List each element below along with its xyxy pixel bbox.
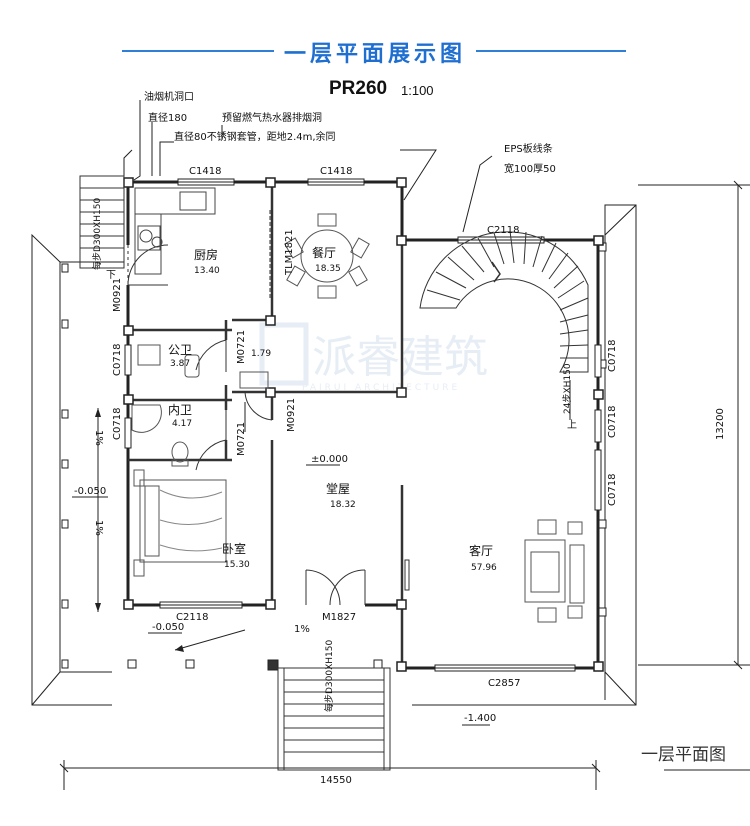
level-terrace-bottom: -0.050 bbox=[152, 622, 184, 633]
spiral-stair bbox=[419, 230, 589, 373]
kitchen-counter bbox=[134, 187, 216, 275]
stair-up-label: 上 bbox=[567, 419, 577, 431]
door-m0721-a: M0721 bbox=[236, 330, 247, 364]
room-dining-area: 18.35 bbox=[315, 264, 341, 274]
window-c1418-b: C1418 bbox=[320, 166, 352, 177]
level-terrace-left: -0.050 bbox=[74, 486, 106, 497]
room-private-wc-name: 内卫 bbox=[168, 403, 192, 417]
stair-spiral-label: 24步XH150 bbox=[562, 363, 573, 414]
note-pipe: 直径80不锈钢套管，距地2.4m,余同 bbox=[174, 130, 336, 143]
sofa-set-icon bbox=[524, 519, 585, 623]
room-bedroom-area: 15.30 bbox=[224, 560, 250, 570]
watermark: 派睿建筑 PAIRUI ARCHITECTURE bbox=[259, 322, 488, 393]
window-c0718-2: C0718 bbox=[112, 408, 123, 440]
window-c0718-5: C0718 bbox=[607, 474, 618, 506]
room-living-name: 客厅 bbox=[469, 543, 493, 558]
watermark-subtext: PAIRUI ARCHITECTURE bbox=[302, 383, 460, 393]
stair-left-label: 每步D300XH150 bbox=[91, 198, 103, 270]
watermark-text: 派睿建筑 bbox=[312, 332, 488, 383]
bathroom-fixtures bbox=[131, 344, 269, 467]
dimension-width: 14550 bbox=[320, 775, 352, 786]
room-private-wc-area: 4.17 bbox=[172, 419, 192, 429]
room-dining-name: 餐厅 bbox=[312, 245, 336, 260]
arrowheads bbox=[95, 408, 184, 652]
level-hall: ±0.000 bbox=[311, 454, 348, 465]
page-title: 一层平面展示图 bbox=[283, 42, 466, 67]
door-m1827: M1827 bbox=[322, 612, 356, 623]
header-rule-left bbox=[122, 50, 274, 52]
columns bbox=[123, 177, 604, 672]
window-c0718-1: C0718 bbox=[112, 344, 123, 376]
plan-code: PR260 bbox=[329, 78, 388, 99]
slope-2: 1% bbox=[93, 520, 104, 536]
header-rule-right bbox=[476, 50, 626, 52]
window-c0718-3: C0718 bbox=[607, 340, 618, 372]
room-bedroom-name: 卧室 bbox=[222, 541, 246, 556]
terrace-outline bbox=[31, 149, 637, 706]
plan-caption: 一层平面图 bbox=[641, 745, 726, 765]
plan-scale: 1:100 bbox=[401, 83, 434, 98]
note-gas-heater: 预留燃气热水器排烟洞 bbox=[222, 111, 322, 124]
leader-lines bbox=[97, 100, 571, 726]
left-stair bbox=[79, 175, 125, 269]
note-dia180: 直径180 bbox=[148, 111, 187, 124]
door-m0721-b: M0721 bbox=[236, 422, 247, 456]
window-c2118-bottom: C2118 bbox=[176, 612, 208, 623]
window-c2857: C2857 bbox=[488, 678, 520, 689]
stair-down-label: 下 bbox=[106, 270, 116, 281]
room-living-area: 57.96 bbox=[471, 563, 497, 573]
bed-icon bbox=[133, 469, 227, 577]
interior-walls bbox=[127, 182, 404, 668]
slope-3: 1% bbox=[294, 624, 310, 635]
room-public-wc-area: 3.87 bbox=[170, 359, 190, 369]
window-c0718-4: C0718 bbox=[607, 406, 618, 438]
front-stair bbox=[277, 667, 391, 771]
watermark-logo-icon bbox=[259, 322, 309, 386]
slope-1: 1% bbox=[93, 430, 104, 446]
door-m0921-b: M0921 bbox=[286, 398, 297, 432]
door-m0921-a: M0921 bbox=[112, 278, 123, 312]
window-c1418-a: C1418 bbox=[189, 166, 221, 177]
stair-front-label: 每步D300XH150 bbox=[323, 640, 335, 712]
room-hall-name: 堂屋 bbox=[326, 482, 350, 496]
window-c2118-top: C2118 bbox=[487, 225, 519, 236]
note-eps: EPS板线条 bbox=[504, 142, 553, 155]
level-ground: -1.400 bbox=[464, 713, 496, 724]
dimension-depth: 13200 bbox=[715, 408, 726, 440]
small-area-label: 1.79 bbox=[251, 349, 271, 359]
room-kitchen-name: 厨房 bbox=[194, 247, 218, 262]
door-tlm1821: TLM1821 bbox=[284, 229, 295, 276]
dining-table-icon bbox=[284, 213, 370, 299]
note-eps-size: 宽100厚50 bbox=[504, 162, 556, 175]
windows bbox=[124, 178, 602, 672]
room-kitchen-area: 13.40 bbox=[194, 266, 220, 276]
room-public-wc-name: 公卫 bbox=[168, 343, 192, 357]
room-hall-area: 18.32 bbox=[330, 500, 356, 510]
note-hood-hole: 油烟机洞口 bbox=[144, 90, 194, 103]
dimension-lines bbox=[59, 180, 750, 790]
